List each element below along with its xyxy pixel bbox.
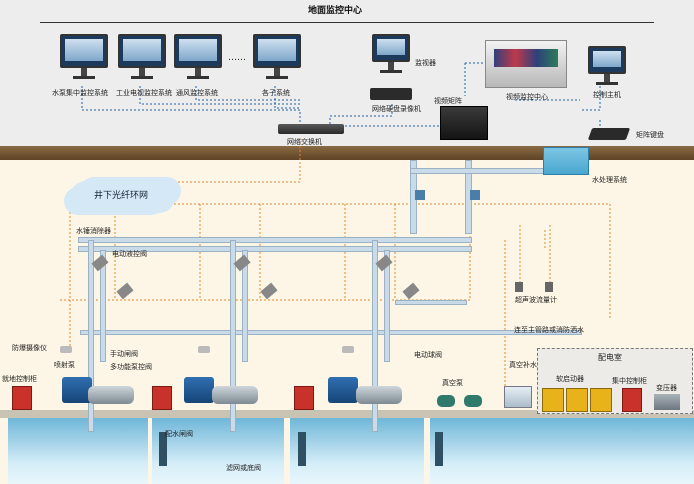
pump-3 (356, 386, 402, 404)
transformer-device (654, 394, 680, 410)
surface-control-zone (0, 0, 694, 148)
label-network-switch: 网络交换机 (287, 138, 322, 146)
sump-2 (152, 418, 284, 484)
monitor-pump-central (60, 34, 108, 79)
title-underline (40, 22, 654, 23)
label-multi-check: 多功能泵控阀 (110, 363, 152, 371)
fiber-ring-cloud (70, 181, 175, 213)
label-soft-starter: 软启动器 (556, 375, 584, 383)
label-to-main-pipe: 连至主管路或消防洒水 (514, 326, 584, 334)
link-pipe (80, 330, 582, 335)
label-matrix-keyboard: 矩阵键盘 (636, 131, 664, 139)
video-center-room (485, 40, 567, 88)
label-water-treatment: 水处理系统 (592, 176, 627, 184)
top-title: 地面监控中心 (308, 6, 363, 16)
label-ultrasonic-meter: 超声波流量计 (515, 296, 557, 304)
label-nvr: 网络硬盘录像机 (372, 105, 421, 113)
local-cabinet-1 (12, 386, 32, 410)
branch-pipe-2b (242, 250, 248, 362)
local-cabinet-2 (152, 386, 172, 410)
label-explosion-camera: 防爆摄像仪 (12, 344, 47, 352)
matrix-keyboard-device (587, 128, 631, 140)
label-control-host: 控制主机 (593, 91, 621, 99)
camera-2 (198, 346, 210, 353)
camera-3 (342, 346, 354, 353)
branch-pipe-2 (230, 240, 236, 432)
vacuum-tank-device (504, 386, 532, 408)
water-treatment-tank (543, 147, 589, 175)
label-video-center: 视频监控中心 (506, 93, 548, 101)
camera-1 (60, 346, 72, 353)
label-fiber-ring: 井下光纤环网 (94, 191, 149, 201)
vacuum-pump-2 (464, 395, 482, 407)
video-matrix-rack (440, 106, 488, 140)
central-cabinet-device (622, 388, 642, 412)
label-central-cabinet: 集中控制柜 (612, 377, 647, 385)
sump-4 (430, 418, 694, 484)
suction-pipe-2 (298, 432, 306, 466)
branch-pipe-1 (88, 240, 94, 432)
ground-layer (0, 146, 694, 160)
suction-pipe-3 (435, 432, 443, 466)
ultrasonic-meter-2 (545, 282, 553, 292)
monitor-subsystems (253, 34, 301, 79)
label-manual-gate: 手动闸阀 (110, 350, 138, 358)
sump-3 (290, 418, 424, 484)
monitor-ventilation (174, 34, 222, 79)
outlet-pipe (395, 300, 467, 305)
video-wall (494, 49, 558, 67)
pump-2 (212, 386, 258, 404)
dots: …… (228, 53, 246, 63)
suction-pipe-1 (159, 432, 167, 466)
nvr-device (370, 88, 412, 100)
motor-2 (184, 377, 214, 403)
branch-pipe-3 (372, 240, 378, 432)
label-local-cabinet: 就地控制柜 (2, 375, 37, 383)
label-monitor: 监视器 (415, 59, 436, 67)
label-water-gate: 配水闸阀 (165, 430, 193, 438)
label-pump-central: 水泵集中监控系统 (52, 89, 108, 97)
motor-3 (328, 377, 358, 403)
soft-starter-1 (542, 388, 564, 412)
branch-pipe-3b (384, 250, 390, 362)
network-switch-device (278, 124, 344, 134)
floor-slab (0, 410, 694, 418)
local-cabinet-3 (294, 386, 314, 410)
soft-starter-3 (590, 388, 612, 412)
pump-1 (88, 386, 134, 404)
motor-1 (62, 377, 92, 403)
label-distribution-room: 配电室 (598, 353, 622, 362)
branch-pipe-1b (100, 250, 106, 362)
main-header-pipe-1 (78, 237, 472, 243)
label-ventilation: 通风监控系统 (176, 89, 218, 97)
label-filter-valve: 滤网或底阀 (226, 464, 261, 472)
treatment-pipe (410, 168, 557, 174)
label-transformer: 变压器 (656, 384, 677, 392)
ultrasonic-meter-1 (515, 282, 523, 292)
label-water-hammer: 水锤消除器 (76, 227, 111, 235)
riser-valve-1 (415, 190, 425, 200)
monitor-viewer (372, 34, 410, 73)
vacuum-pump-1 (437, 395, 455, 407)
monitor-industrial-tv (118, 34, 166, 79)
label-jet-pump: 喷射泵 (54, 361, 75, 369)
label-subsystems: 各子系统 (262, 89, 290, 97)
label-electric-valve: 电动液控阀 (112, 250, 147, 258)
label-video-matrix: 视频矩阵 (434, 97, 462, 105)
label-vacuum-tank: 真空补水箱 (509, 361, 544, 369)
label-industrial-tv: 工业电视监控系统 (116, 89, 172, 97)
sump-1 (8, 418, 148, 484)
label-vacuum-pump: 真空泵 (442, 379, 463, 387)
soft-starter-2 (566, 388, 588, 412)
main-header-pipe-2 (78, 246, 472, 252)
label-electric-ball: 电动球阀 (414, 351, 442, 359)
riser-valve-2 (470, 190, 480, 200)
monitor-control-host (588, 46, 626, 85)
